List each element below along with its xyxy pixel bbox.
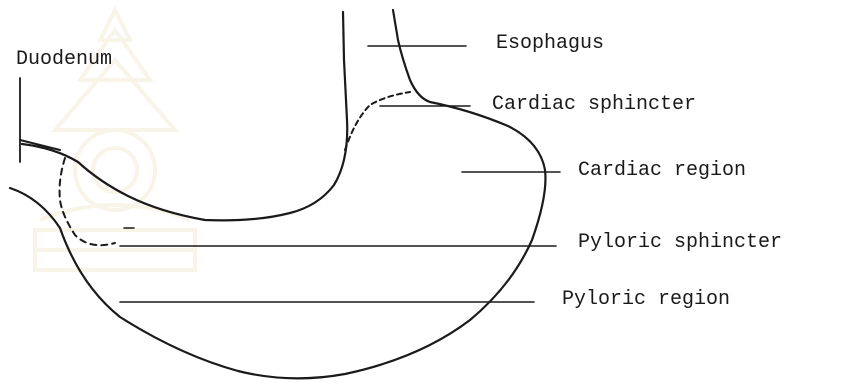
cardiac-sphincter-dash — [345, 92, 410, 150]
label-cardiac-sphincter: Cardiac sphincter — [492, 95, 696, 115]
label-cardiac-region: Cardiac region — [578, 161, 746, 181]
label-esophagus: Esophagus — [496, 34, 604, 54]
label-pyloric-region: Pyloric region — [562, 290, 730, 310]
label-duodenum: Duodenum — [16, 50, 112, 70]
label-pyloric-sphincter: Pyloric sphincter — [578, 233, 782, 253]
lesser-curvature — [22, 12, 347, 220]
